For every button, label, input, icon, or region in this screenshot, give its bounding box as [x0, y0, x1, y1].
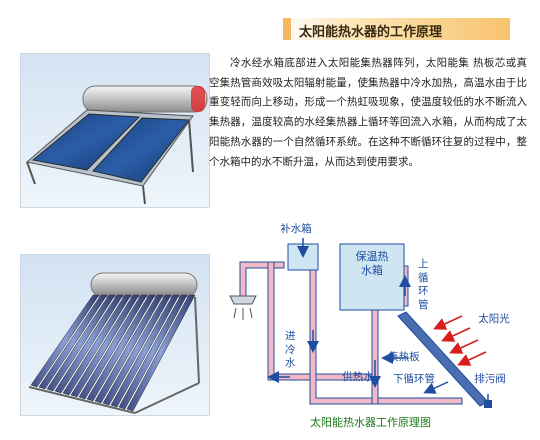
label-storage-tank-box: 保温热水箱	[355, 250, 389, 277]
label-hot-water-supply: 供热水	[342, 370, 374, 383]
sunlight-rays	[433, 315, 487, 366]
lower-cycle-vertical-pipe	[371, 309, 379, 405]
label-cold-water-box: 进冷水	[285, 330, 296, 369]
label-upper-cycle-pipe: 上循环管	[418, 258, 429, 311]
hot-supply-top-pipe	[239, 261, 285, 297]
working-principle-diagram: 补水箱 供热水 太阳光 集热板 排污阀 下循环管 保温热水箱 上循环管 进冷水	[229, 222, 510, 408]
drain-valve-icon	[484, 394, 492, 408]
flat-plate-heater-illustration	[25, 85, 208, 205]
drain-valve-arrow-icon	[423, 381, 449, 394]
section-title-bar: 太阳能热水器的工作原理	[283, 18, 510, 40]
insulated-hot-water-tank	[339, 243, 405, 311]
title-stripe	[283, 18, 291, 40]
diagram-caption: 太阳能热水器工作原理图	[310, 416, 431, 429]
shower-head-icon	[229, 295, 257, 320]
label-collector: 集热板	[388, 350, 420, 363]
label-storage-tank: 保温热水箱	[355, 250, 389, 277]
label-sunlight: 太阳光	[478, 312, 510, 325]
flat-plate-heater-photo	[20, 53, 210, 208]
vacuum-tube-heater-photo	[20, 254, 210, 416]
label-drain-valve: 排污阀	[474, 372, 506, 385]
section-title: 太阳能热水器的工作原理	[299, 25, 443, 40]
label-cold-water-in: 进冷水	[285, 330, 296, 369]
vacuum-tube-heater-illustration	[28, 272, 200, 414]
working-principle-text: 冷水经水箱底部进入太阳能集热器阵列，太阳能集 热板芯或真空集热管商效吸太阳辐射能…	[209, 57, 527, 168]
label-make-up-tank: 补水箱	[280, 222, 312, 235]
label-lower-cycle-pipe: 下循环管	[393, 372, 435, 385]
label-upper-cycle-box: 上循环管	[418, 258, 429, 311]
